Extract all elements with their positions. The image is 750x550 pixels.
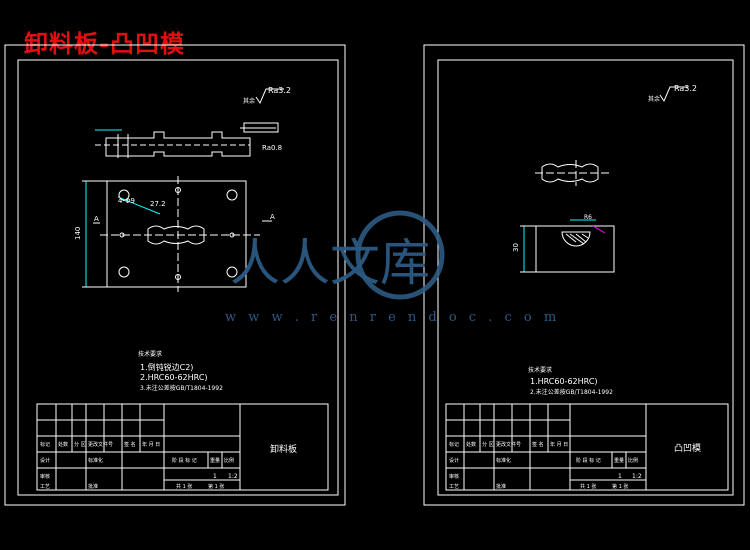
right-tb-doc: 更改文件号 (496, 441, 521, 448)
left-section-label-a: A (94, 215, 99, 223)
right-tb-craft: 工艺 (449, 484, 459, 490)
right-tb-count: 处数 (466, 441, 476, 448)
right-punch-section-view (520, 219, 615, 273)
left-sheet-inner-border (17, 59, 339, 496)
right-sheet-inner-border (437, 59, 734, 496)
left-tb-zone: 分 区 (74, 441, 86, 448)
left-note-3: 3.未注公差按GB/T1804-1992 (140, 384, 223, 392)
right-tb-approve: 批准 (496, 483, 506, 490)
right-roughness-symbol (659, 86, 688, 103)
right-tb-zone: 分 区 (482, 441, 494, 448)
left-scale: 1:2 (228, 473, 238, 480)
left-tb-count: 处数 (58, 441, 68, 448)
right-dim-r: R6 (584, 214, 592, 221)
right-tb-design: 设计 (449, 457, 459, 464)
left-plate-view (82, 176, 272, 292)
left-sheet-no: 第 1 张 (208, 483, 224, 490)
page-title: 卸料板-凸凹模 (24, 30, 185, 58)
left-tb-sign: 签 名 (124, 441, 136, 448)
right-sheet-total: 共 1 张 (580, 483, 596, 490)
left-tb-stage: 阶 段 标 记 (172, 457, 197, 464)
right-tb-std: 标准化 (496, 457, 511, 464)
left-note-1: 1.倒钝锐边C2) (140, 362, 193, 372)
left-tb-doc: 更改文件号 (88, 441, 113, 448)
left-top-view (95, 122, 279, 158)
left-title-block (36, 403, 329, 491)
right-note-2: 2.未注公差按GB/T1804-1992 (530, 388, 613, 396)
left-tb-approve: 批准 (88, 483, 98, 490)
left-tb-design: 设计 (40, 457, 50, 464)
left-tb-std: 标准化 (88, 457, 103, 464)
left-qty: 1 (213, 473, 217, 480)
right-tb-ratio: 比例 (628, 457, 638, 464)
left-notes-title: 技术要求 (138, 350, 162, 358)
right-tb-mark: 标记 (449, 441, 459, 448)
right-tb-date: 年 月 日 (550, 441, 568, 448)
left-note-2: 2.HRC60-62HRC) (140, 373, 208, 382)
right-punch-top-view (535, 160, 612, 186)
right-tb-weight: 重量 (614, 457, 624, 464)
right-tb-check: 审核 (449, 473, 459, 480)
left-tb-mark: 标记 (40, 441, 50, 448)
watermark-url: w w w . r e n r e n d o c . c o m (225, 310, 561, 325)
left-tb-ratio: 比例 (224, 457, 234, 464)
left-roughness-rest-label: 其余 (243, 97, 255, 105)
left-tb-craft: 工艺 (40, 484, 50, 490)
left-dim-top: Ra0.8 (262, 144, 282, 152)
right-dim-height: 30 (512, 243, 520, 252)
right-qty: 1 (618, 473, 622, 480)
left-section-label-b: A (270, 213, 275, 221)
right-sheet-no: 第 1 张 (612, 483, 628, 490)
left-sheet-total: 共 1 张 (176, 483, 192, 490)
right-title-block (445, 403, 729, 491)
right-scale: 1:2 (632, 473, 642, 480)
right-roughness-label: Ra3.2 (674, 84, 697, 93)
right-tb-stage: 阶 段 标 记 (576, 457, 601, 464)
left-dim-hole: 4-Φ9 (118, 197, 135, 205)
left-dim-height: 140 (74, 227, 82, 240)
left-roughness-symbol (255, 88, 284, 105)
left-tb-weight: 重量 (210, 457, 220, 464)
left-dim-width: 27.2 (150, 200, 166, 208)
right-note-1: 1.HRC60-62HRC) (530, 377, 598, 386)
right-tb-sign: 签 名 (532, 441, 544, 448)
right-sheet (423, 44, 745, 506)
right-notes-title: 技术要求 (528, 366, 552, 374)
left-roughness-label: Ra3.2 (268, 86, 291, 95)
left-tb-date: 年 月 日 (142, 441, 160, 448)
left-tb-check: 审核 (40, 473, 50, 480)
left-sheet-outer-border (4, 44, 346, 506)
left-sheet (4, 44, 346, 506)
left-part-name: 卸料板 (270, 443, 297, 455)
right-part-name: 凸凹模 (674, 443, 701, 454)
right-roughness-rest-label: 其余 (648, 95, 660, 103)
